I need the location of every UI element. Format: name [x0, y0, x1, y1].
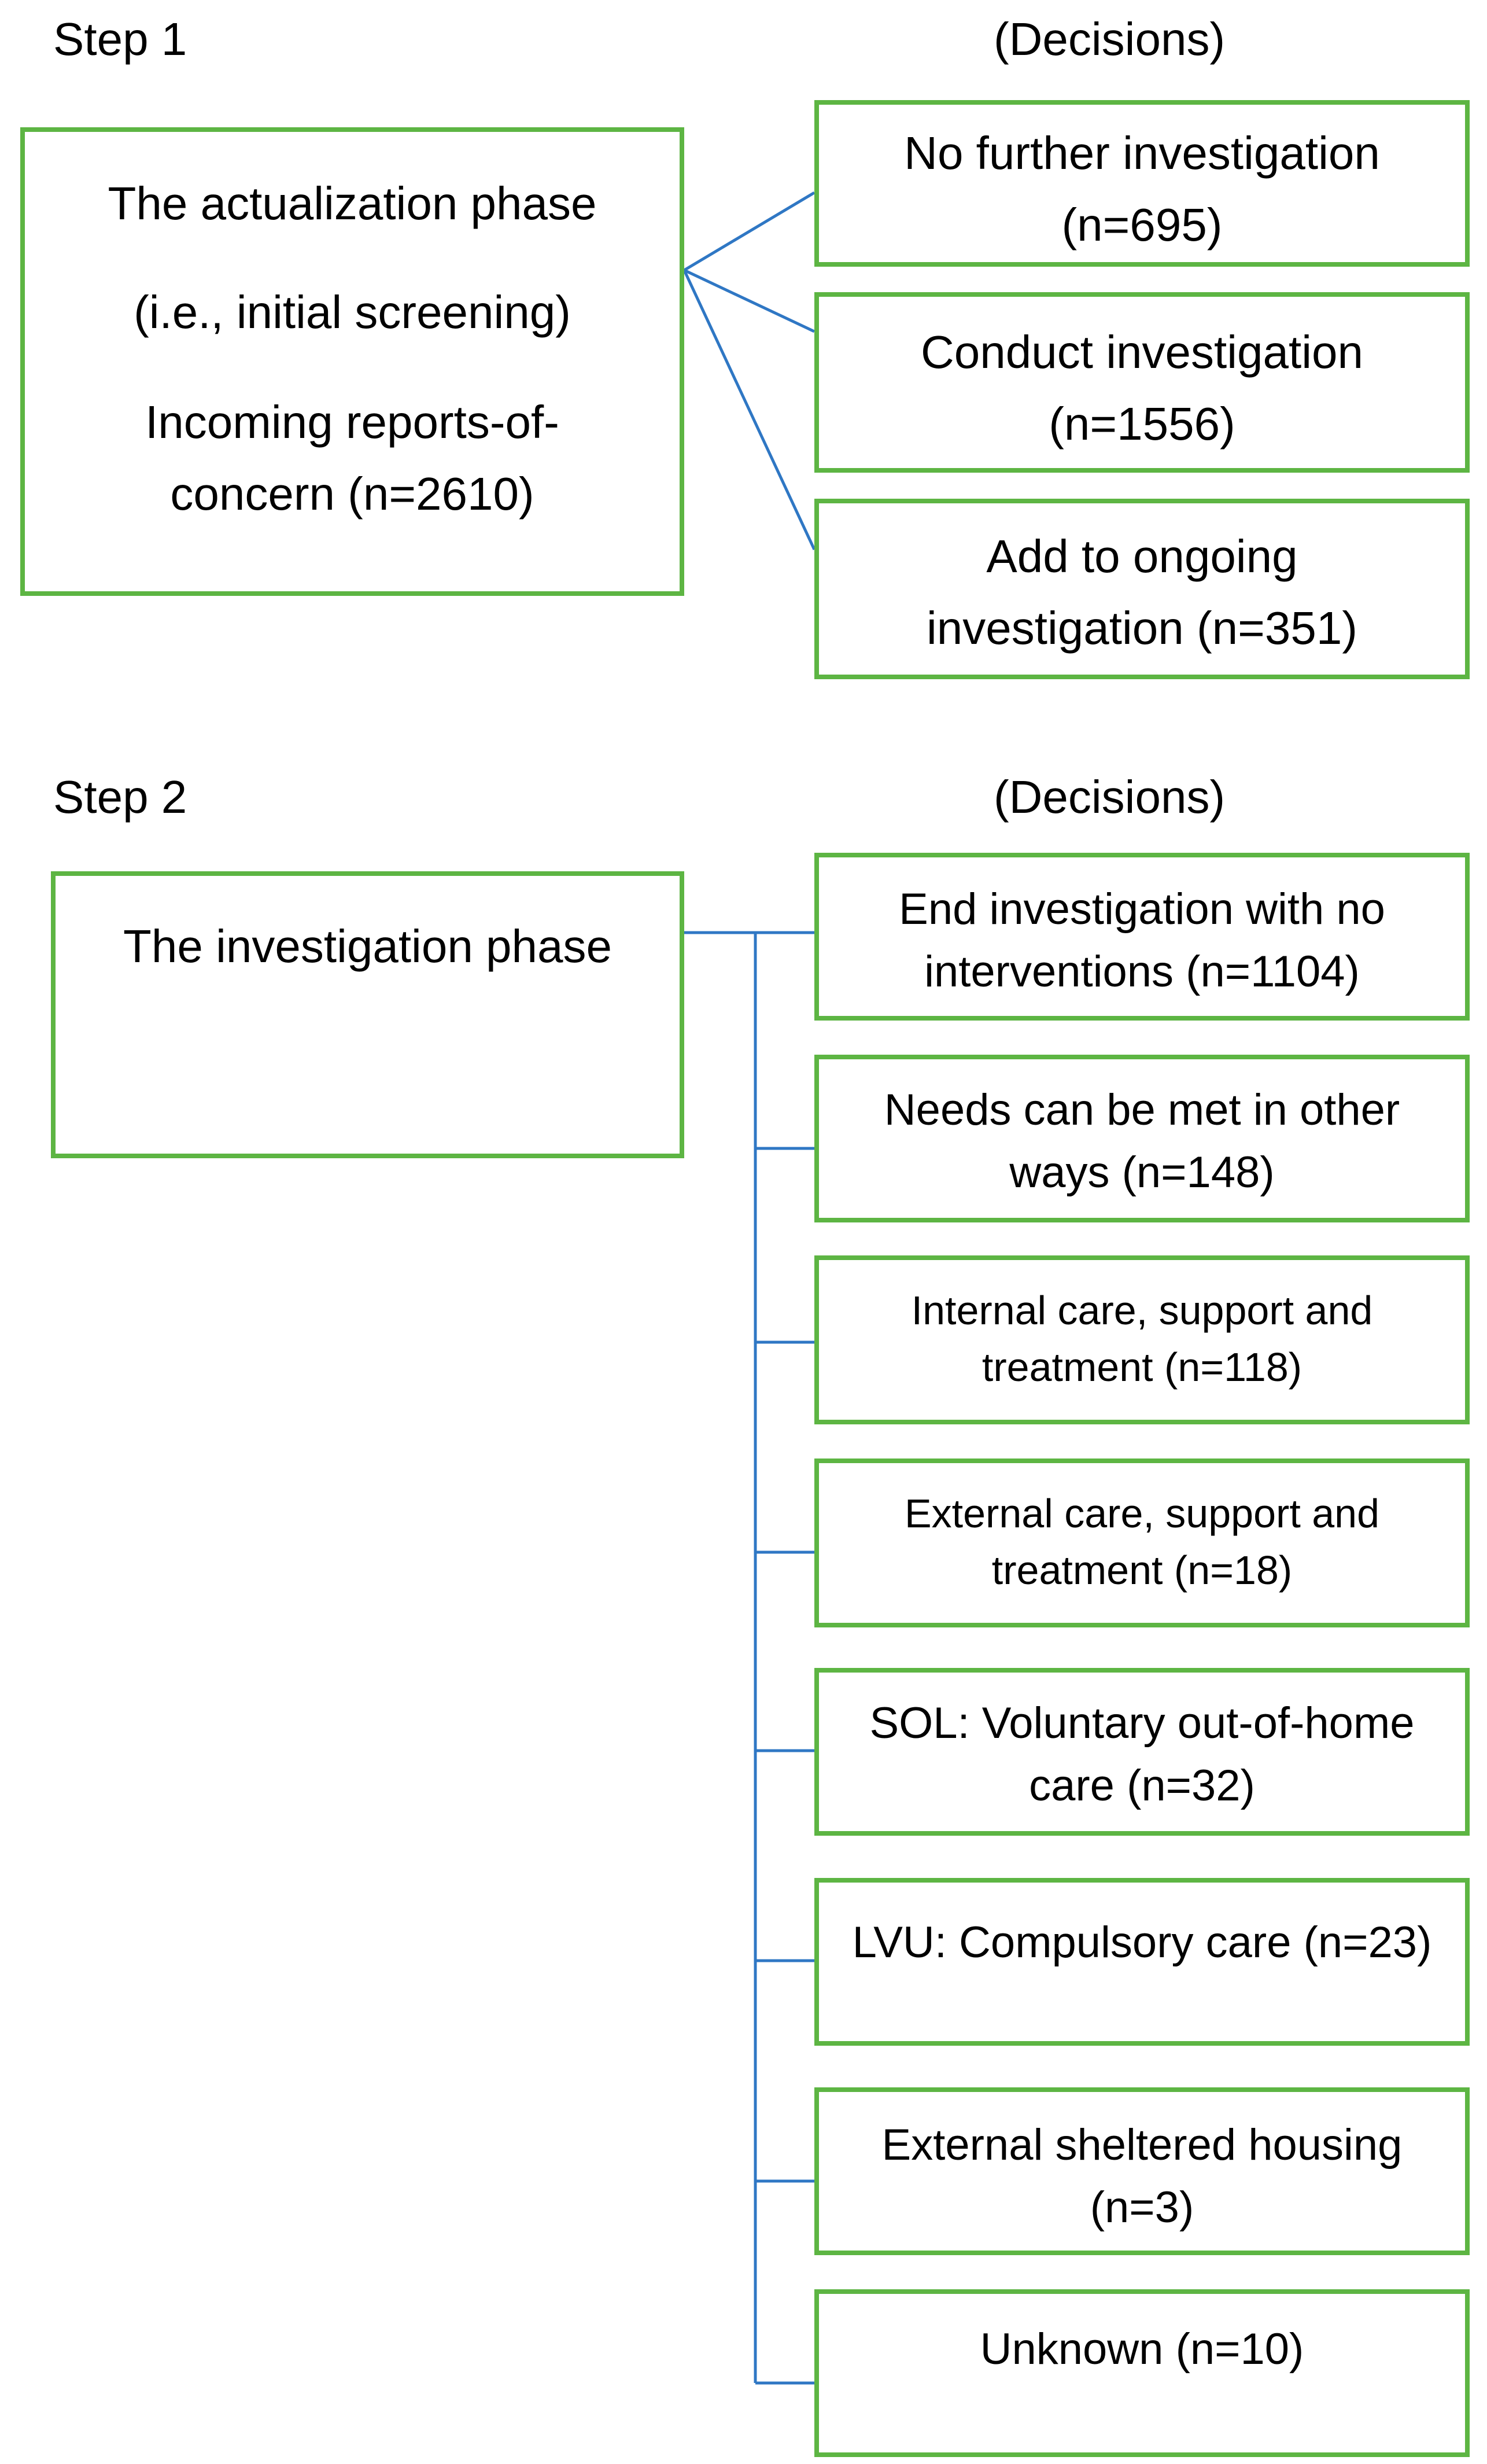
step2-phase-box: The investigation phase — [51, 871, 684, 1158]
step1-decision-box: Add to ongoing investigation (n=351) — [814, 499, 1470, 679]
step1-phase-line-3-4: Incoming reports-of- concern (n=2610) — [145, 396, 559, 520]
step1-decision-text: Conduct investigation (n=1556) — [921, 326, 1363, 450]
step2-decision-box: External care, support and treatment (n=… — [814, 1458, 1470, 1627]
step2-decision-text: SOL: Voluntary out-of-home care (n=32) — [869, 1699, 1415, 1810]
step1-decision-text: Add to ongoing investigation (n=351) — [927, 531, 1357, 654]
step2-phase-title: The investigation phase — [123, 920, 612, 972]
step2-decision-text: Unknown (n=10) — [980, 2325, 1304, 2374]
connector-step1-to-decision-2 — [683, 268, 816, 333]
step2-decision-box: External sheltered housing (n=3) — [814, 2087, 1470, 2255]
step2-decision-text: LVU: Compulsory care (n=23) — [852, 1918, 1432, 1967]
connector-step1-to-decision-3 — [682, 269, 816, 551]
step1-decisions-label: (Decisions) — [994, 13, 1226, 65]
step1-phase-line-2: (i.e., initial screening) — [134, 286, 571, 338]
step1-decision-box: No further investigation (n=695) — [814, 100, 1470, 267]
step2-decision-text: External care, support and treatment (n=… — [904, 1491, 1380, 1593]
step1-phase-box: The actualization phase (i.e., initial s… — [20, 127, 684, 596]
connector-step1-to-decision-1 — [683, 191, 816, 272]
step1-title: Step 1 — [53, 13, 187, 65]
step2-decision-box: Needs can be met in other ways (n=148) — [814, 1055, 1470, 1222]
step2-decision-box: End investigation with no interventions … — [814, 853, 1470, 1021]
step2-decisions-label: (Decisions) — [994, 771, 1226, 823]
step2-decision-box: SOL: Voluntary out-of-home care (n=32) — [814, 1668, 1470, 1836]
step1-phase-line-1: The actualization phase — [108, 178, 597, 229]
step2-decision-text: Needs can be met in other ways (n=148) — [884, 1085, 1400, 1197]
step2-decision-box: LVU: Compulsory care (n=23) — [814, 1878, 1470, 2046]
step2-decision-text: External sheltered housing (n=3) — [881, 2120, 1403, 2232]
step2-decision-text: End investigation with no interventions … — [899, 885, 1385, 996]
step1-decision-text: No further investigation (n=695) — [904, 127, 1380, 251]
step2-decision-box: Internal care, support and treatment (n=… — [814, 1255, 1470, 1424]
step2-title: Step 2 — [53, 771, 187, 823]
step1-decision-box: Conduct investigation (n=1556) — [814, 292, 1470, 473]
step2-decision-text: Internal care, support and treatment (n=… — [911, 1288, 1373, 1390]
step2-decision-box: Unknown (n=10) — [814, 2289, 1470, 2457]
